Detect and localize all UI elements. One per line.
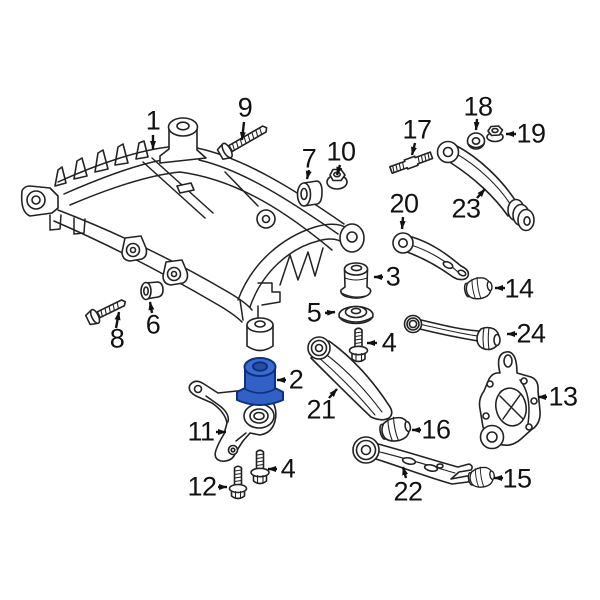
callout-4-upper[interactable]: 4 <box>381 327 397 358</box>
callout-23[interactable]: 23 <box>451 193 481 224</box>
callout-9[interactable]: 9 <box>237 92 253 123</box>
callout-17[interactable]: 17 <box>402 114 432 145</box>
callout-1[interactable]: 1 <box>145 105 161 136</box>
callout-7[interactable]: 7 <box>301 143 317 174</box>
part-mount-bolt-lower <box>250 449 270 485</box>
callout-12[interactable]: 12 <box>187 471 217 502</box>
callout-8[interactable]: 8 <box>109 323 125 354</box>
callout-16[interactable]: 16 <box>421 414 451 445</box>
callout-arrow-23 <box>476 188 486 199</box>
callout-22[interactable]: 22 <box>393 476 423 507</box>
callout-14[interactable]: 14 <box>504 273 534 304</box>
callout-arrow-7 <box>305 169 312 180</box>
callout-2[interactable]: 2 <box>288 364 304 395</box>
callout-15[interactable]: 15 <box>502 463 532 494</box>
part-flange-bolt <box>84 299 127 326</box>
part-knuckle <box>478 351 541 450</box>
callout-arrow-20 <box>399 216 406 230</box>
callout-5[interactable]: 5 <box>306 297 322 328</box>
callout-arrow-5 <box>324 309 336 316</box>
callout-4-lower[interactable]: 4 <box>280 453 296 484</box>
callout-19[interactable]: 19 <box>516 118 546 149</box>
part-washer <box>466 132 486 150</box>
callout-arrow-21 <box>328 388 338 399</box>
part-upper-control-arm <box>392 232 470 281</box>
callout-arrow-6 <box>148 301 155 314</box>
part-link-bushing <box>463 276 493 300</box>
part-subframe-crossmember <box>20 117 365 352</box>
part-arm-bushing <box>467 466 495 488</box>
part-stud-bolt <box>389 151 434 174</box>
callout-3[interactable]: 3 <box>385 261 401 292</box>
callout-arrow-17 <box>410 142 417 156</box>
callout-18[interactable]: 18 <box>463 91 493 122</box>
part-mount-bolt-upper <box>348 327 369 363</box>
callout-11[interactable]: 11 <box>187 416 215 447</box>
callout-arrow-9 <box>239 121 246 141</box>
part-mount-washer <box>338 305 374 325</box>
callout-arrow-10 <box>335 164 343 176</box>
part-lock-nut <box>486 125 504 143</box>
part-lower-control-arm <box>352 436 473 485</box>
callout-arrow-22 <box>401 466 408 479</box>
part-bracket-bolt <box>228 465 248 500</box>
part-mount-bushing <box>340 262 372 299</box>
callout-24[interactable]: 24 <box>516 318 546 349</box>
part-toe-link <box>436 140 535 232</box>
part-trailing-arm-bushing <box>379 416 412 442</box>
callout-20[interactable]: 20 <box>389 188 419 219</box>
callout-13[interactable]: 13 <box>548 381 578 412</box>
callout-21[interactable]: 21 <box>306 394 336 425</box>
part-bushing-sleeve <box>296 180 323 207</box>
callout-arrow-8 <box>114 311 121 329</box>
part-long-flange-bolt <box>216 125 268 161</box>
part-spacer-sleeve <box>140 281 164 301</box>
part-highlighted-bushing[interactable] <box>236 357 284 406</box>
callout-6[interactable]: 6 <box>145 309 161 340</box>
callout-arrows <box>114 118 547 490</box>
part-upper-link <box>403 314 501 351</box>
part-trailing-arm <box>307 336 393 421</box>
callout-10[interactable]: 10 <box>326 136 356 167</box>
callout-arrow-18 <box>473 118 480 131</box>
